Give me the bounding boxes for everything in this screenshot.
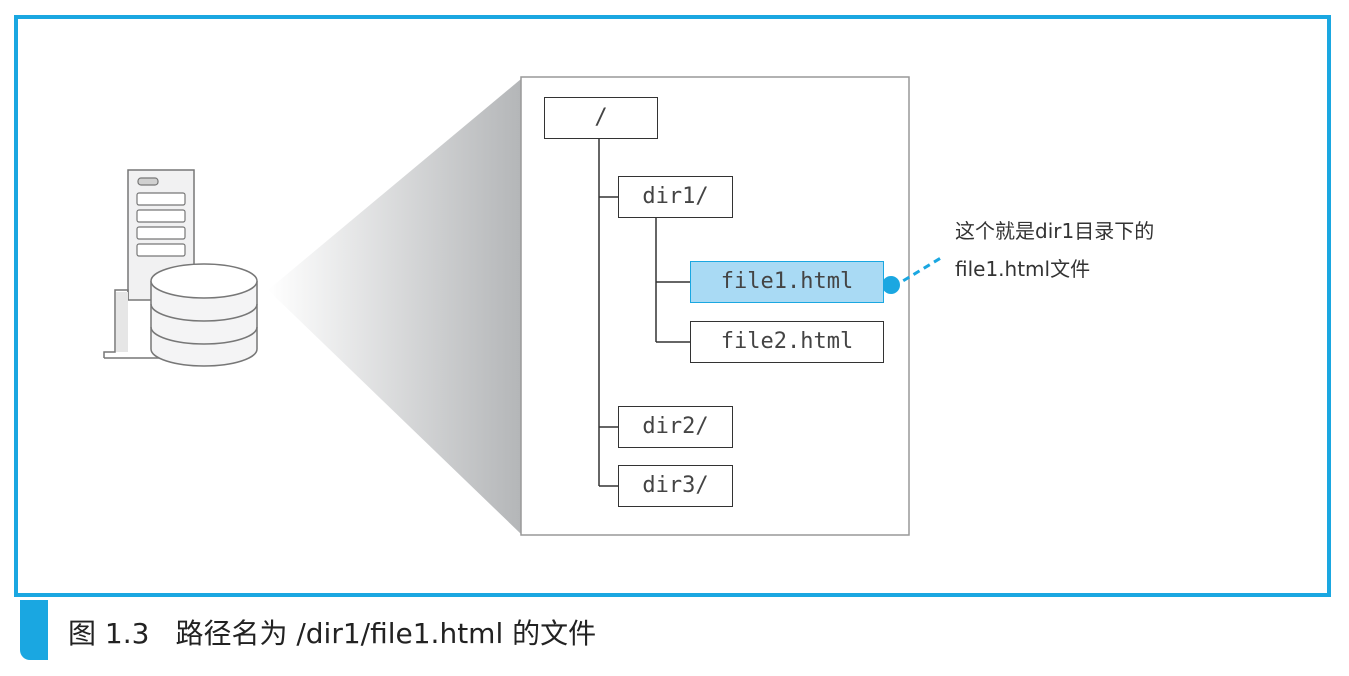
callout-text: 这个就是dir1目录下的 file1.html文件 (955, 212, 1154, 288)
magnify-cone (268, 79, 521, 534)
caption-label: 图 1.3 (68, 617, 150, 650)
caption-text: 路径名为 /dir1/file1.html 的文件 (175, 617, 597, 650)
callout-dot (882, 276, 900, 294)
tree-node-dir3: dir3/ (618, 465, 733, 507)
tree-node-file2: file2.html (690, 321, 884, 363)
tree-node-file1: file1.html (690, 261, 884, 303)
callout-line-2: file1.html文件 (955, 257, 1091, 281)
directory-panel (520, 76, 910, 536)
callout-line-1: 这个就是dir1目录下的 (955, 219, 1155, 243)
caption-accent-bar (20, 600, 48, 660)
tree-lines (598, 139, 690, 487)
tree-node-root: / (544, 97, 658, 139)
database-icon (150, 263, 258, 367)
tree-node-dir1: dir1/ (618, 176, 733, 218)
server-icon (103, 169, 195, 359)
tree-node-dir2: dir2/ (618, 406, 733, 448)
figure-caption: 图 1.3 路径名为 /dir1/file1.html 的文件 (68, 612, 596, 652)
callout-connector (892, 254, 945, 289)
